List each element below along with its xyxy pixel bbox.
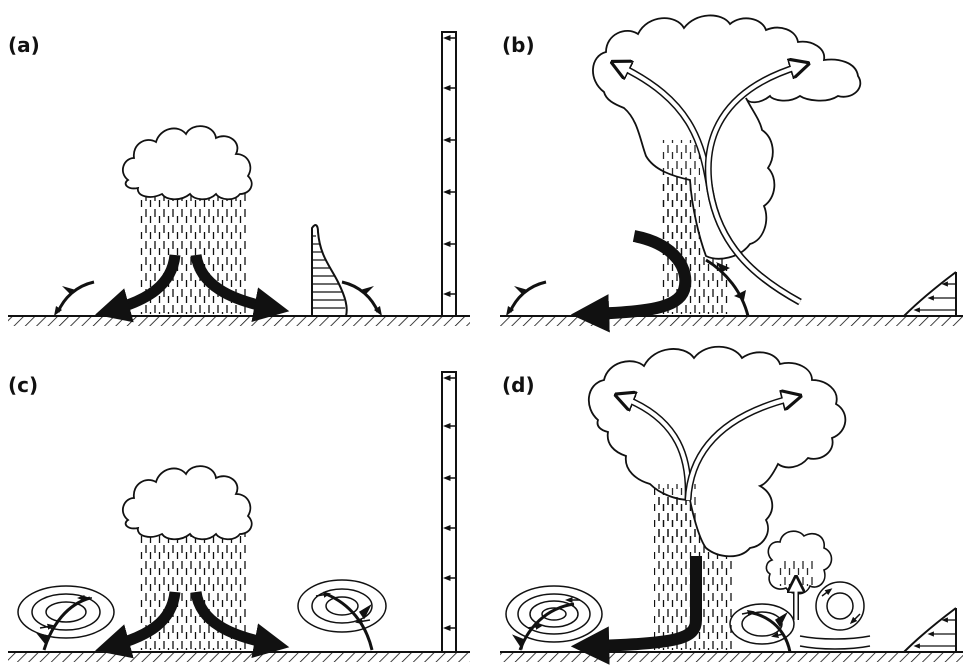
cloud-a <box>123 126 252 199</box>
vertical-scale-a <box>442 32 456 316</box>
ground-a <box>8 316 470 326</box>
vortex-right-c <box>298 580 386 650</box>
wind-profile-a <box>312 225 347 316</box>
wind-profile-b <box>904 272 956 316</box>
panel-c: (c) <box>8 372 470 662</box>
panel-label-d: (d) <box>502 373 535 397</box>
panel-a: (a) <box>8 32 470 326</box>
panel-b: (b) <box>500 15 963 326</box>
anvil-cloud-b <box>593 15 860 258</box>
panel-label-c: (c) <box>8 373 38 397</box>
cloud-c <box>123 466 252 539</box>
wind-profile-d <box>904 608 956 652</box>
gust-front-right-a <box>342 282 382 316</box>
gust-front-left-a <box>54 282 94 316</box>
gust-front-left-b <box>506 282 546 316</box>
vortex-far-right-d <box>800 582 870 649</box>
vortex-left-c <box>18 586 114 650</box>
ground-c <box>8 652 470 662</box>
anvil-cloud-d <box>589 347 846 557</box>
vortex-right-d <box>730 604 794 652</box>
ground-d <box>500 652 963 662</box>
panel-label-a: (a) <box>8 33 40 57</box>
panel-label-b: (b) <box>502 33 535 57</box>
vertical-scale-c <box>442 372 456 652</box>
ground-b <box>500 316 963 326</box>
panel-d: (d) <box>500 347 963 662</box>
vortex-left-d <box>506 586 602 650</box>
